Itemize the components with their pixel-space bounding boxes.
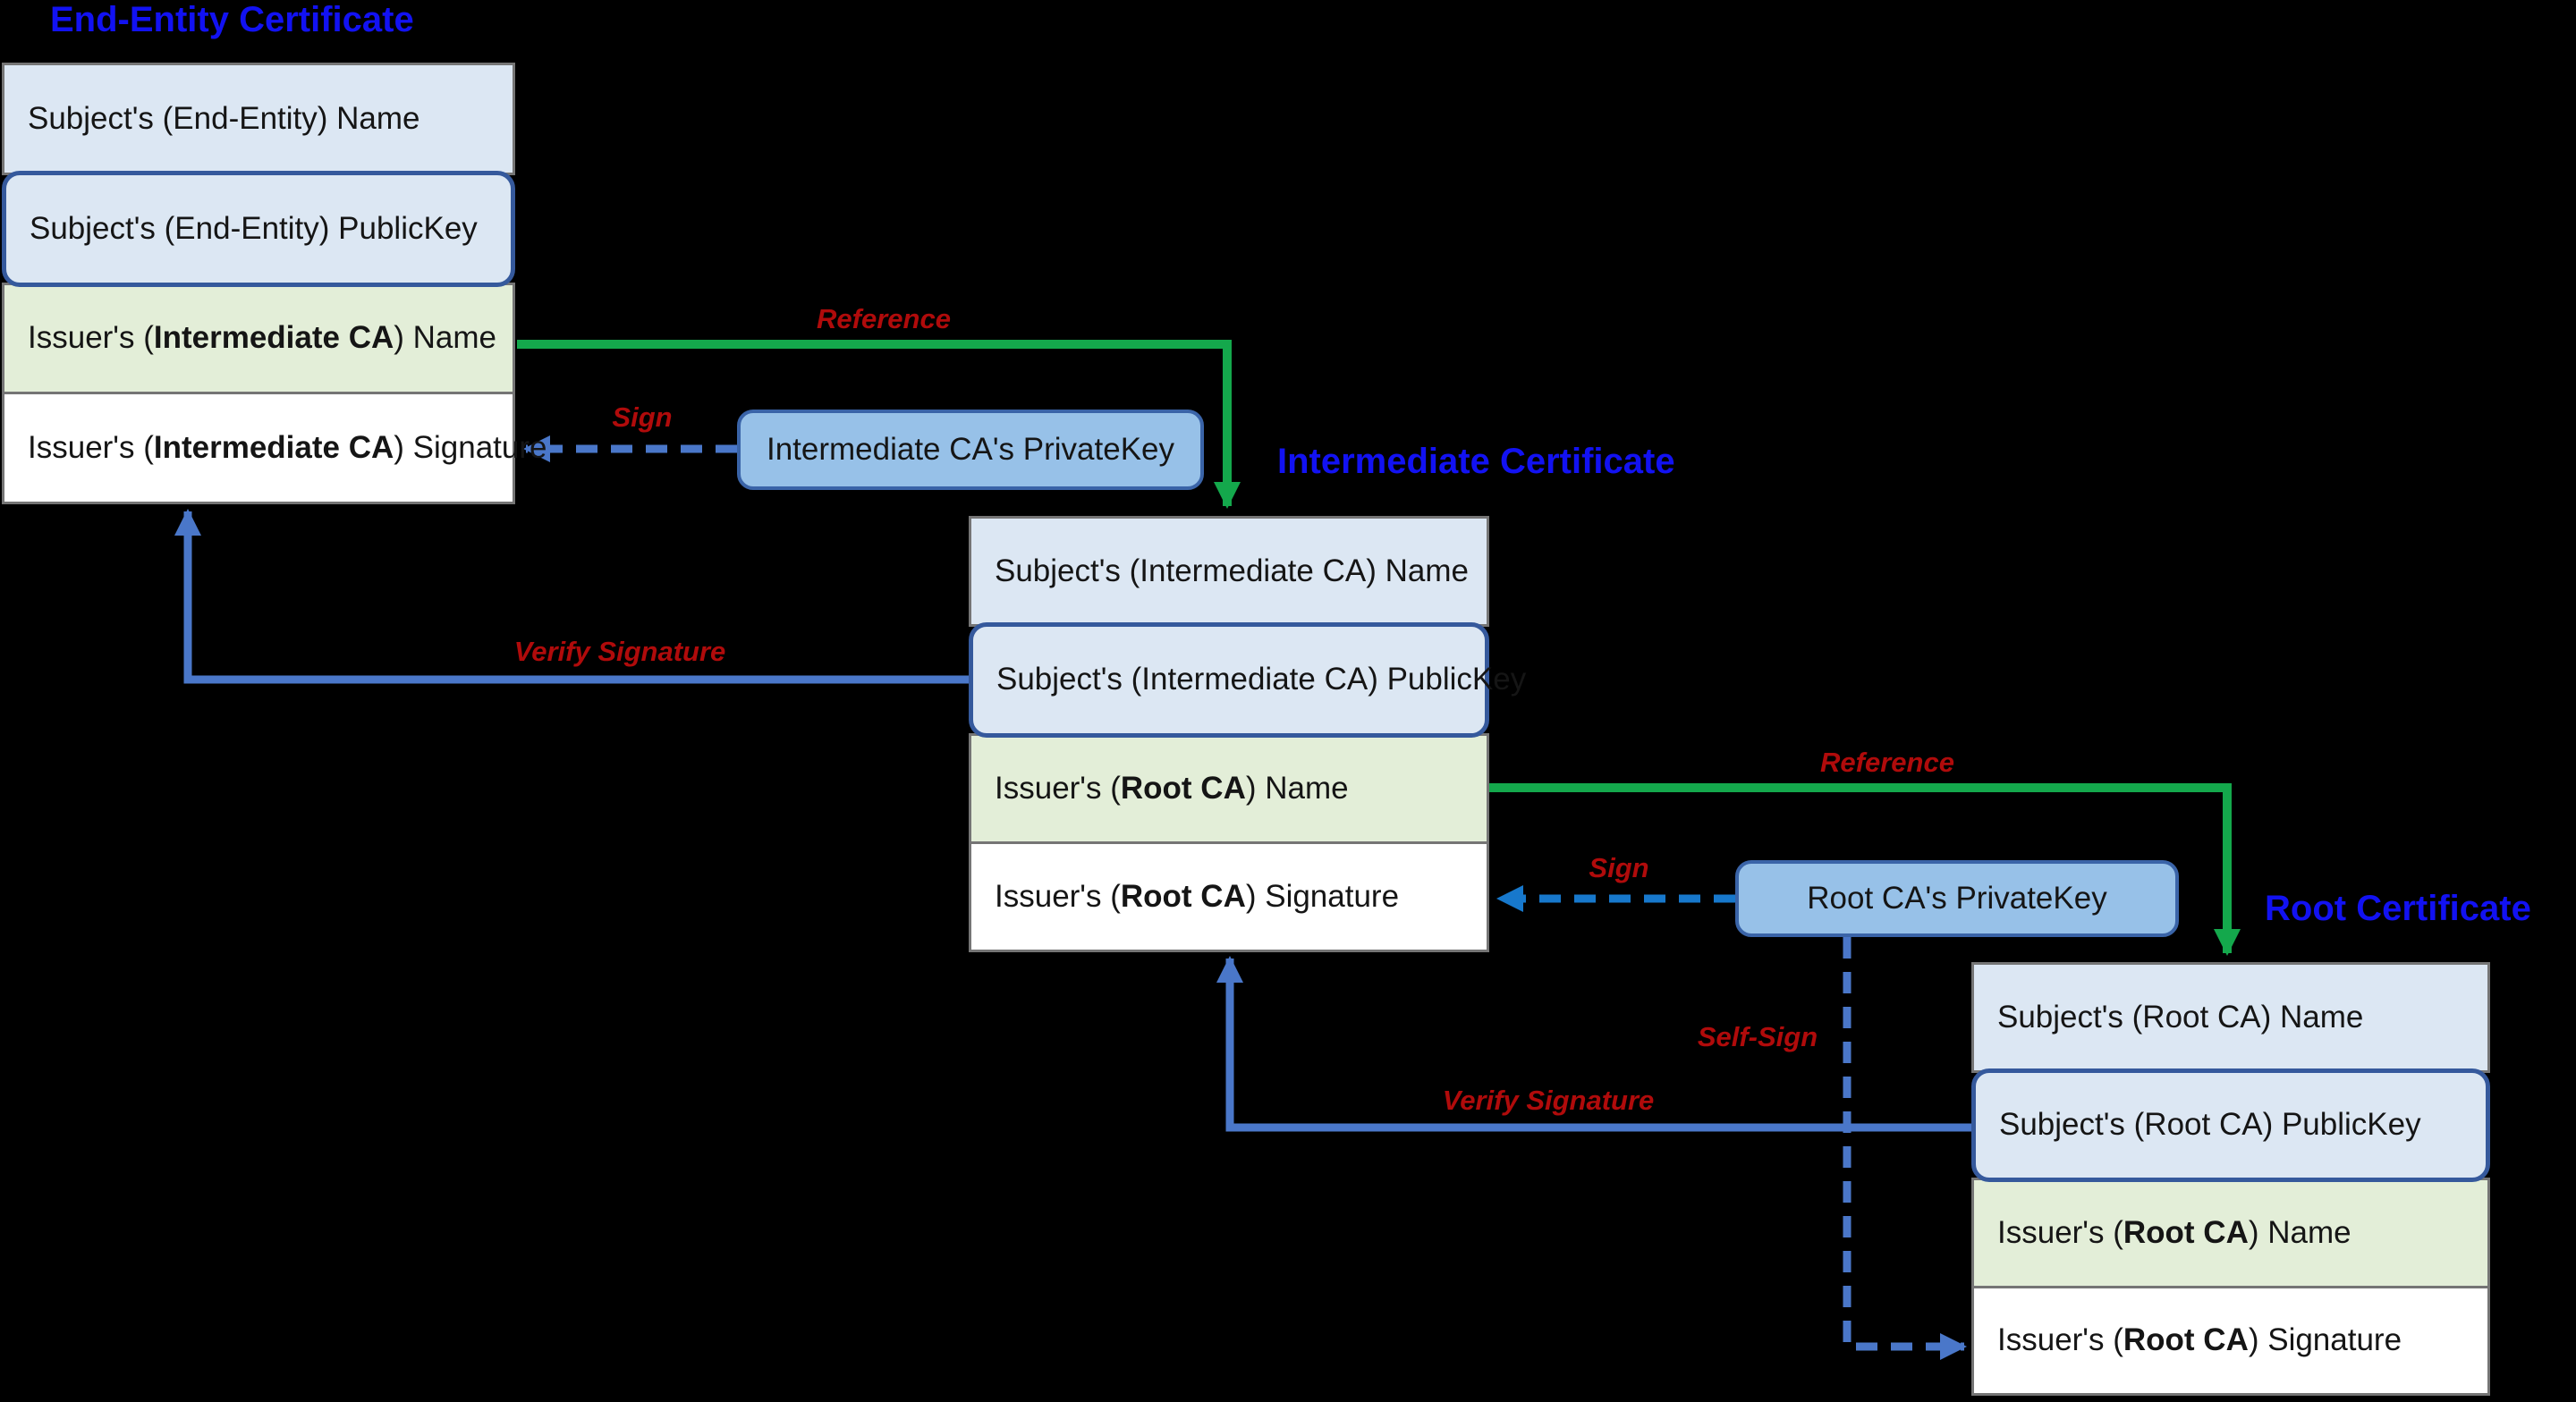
privatekey-label: Root CA's PrivateKey xyxy=(1807,881,2107,916)
row-label: Subject's (Intermediate CA) Name xyxy=(995,553,1469,589)
intermediate-subject-publickey-row: Subject's (Intermediate CA) PublicKey xyxy=(969,622,1526,738)
root-issuer-signature-row: Issuer's (Root CA) Signature xyxy=(1971,1285,2490,1396)
reference-label-2: Reference xyxy=(1820,747,1954,778)
self-sign-arrow-root-privatekey xyxy=(1843,937,1967,1360)
reference-label-1: Reference xyxy=(817,303,951,334)
root-certificate-box: Subject's (Root CA) Name Subject's (Root… xyxy=(1971,962,2490,1396)
root-issuer-name-row: Issuer's (Root CA) Name xyxy=(1971,1178,2490,1288)
sign-label-2: Sign xyxy=(1589,852,1649,883)
row-label-bold: Root CA xyxy=(2123,1322,2249,1358)
reference-arrow-intermediate-to-root xyxy=(1489,783,2241,956)
end-entity-issuer-signature-row: Issuer's (Intermediate CA) Signature xyxy=(2,392,547,504)
row-label: Subject's (Root CA) Name xyxy=(1997,999,2364,1035)
end-entity-subject-name-row: Subject's (End-Entity) Name xyxy=(2,63,515,175)
end-entity-issuer-name-row: Issuer's (Intermediate CA) Name xyxy=(2,282,515,395)
root-ca-privatekey-box: Root CA's PrivateKey xyxy=(1735,860,2179,937)
verify-signature-arrow-root-to-intermediate xyxy=(1216,956,1971,1132)
row-label-suffix: ) Name xyxy=(1245,770,1349,806)
row-label-bold: Root CA xyxy=(1120,770,1246,806)
intermediate-issuer-name-row: Issuer's (Root CA) Name xyxy=(969,732,1489,844)
row-label: Issuer's ( xyxy=(1997,1214,2123,1250)
reference-arrow-end-entity-to-intermediate xyxy=(517,340,1241,509)
privatekey-label: Intermediate CA's PrivateKey xyxy=(766,432,1175,467)
row-label: Issuer's ( xyxy=(28,320,154,356)
intermediate-subject-name-row: Subject's (Intermediate CA) Name xyxy=(969,516,1489,628)
intermediate-certificate-title: Intermediate Certificate xyxy=(1277,442,1675,481)
row-label-bold: Intermediate CA xyxy=(153,320,394,356)
root-certificate-title: Root Certificate xyxy=(2265,889,2531,928)
row-label-suffix: ) Signature xyxy=(1245,878,1400,914)
row-label-bold: Root CA xyxy=(1120,878,1246,914)
intermediate-issuer-signature-row: Issuer's (Root CA) Signature xyxy=(969,840,1489,952)
intermediate-ca-privatekey-box: Intermediate CA's PrivateKey xyxy=(737,410,1204,490)
verify-signature-label-1: Verify Signature xyxy=(513,636,726,667)
row-label: Issuer's ( xyxy=(1997,1322,2123,1358)
root-subject-name-row: Subject's (Root CA) Name xyxy=(1971,962,2490,1073)
root-subject-publickey-row: Subject's (Root CA) PublicKey xyxy=(1971,1068,2490,1182)
row-label-suffix: ) Name xyxy=(2248,1214,2351,1250)
sign-label-1: Sign xyxy=(612,401,673,433)
row-label: Subject's (Intermediate CA) PublicKey xyxy=(996,662,1527,697)
row-label-bold: Intermediate CA xyxy=(153,430,394,466)
row-label-suffix: ) Name xyxy=(394,320,497,356)
row-label-bold: Root CA xyxy=(2123,1214,2249,1250)
end-entity-certificate-title: End-Entity Certificate xyxy=(50,0,414,39)
row-label: Subject's (Root CA) PublicKey xyxy=(1999,1107,2421,1143)
row-label-suffix: ) Signature xyxy=(2248,1322,2402,1358)
self-sign-label: Self-Sign xyxy=(1697,1021,1818,1052)
row-label: Issuer's ( xyxy=(995,770,1121,806)
verify-signature-arrow-intermediate-to-end-entity xyxy=(174,509,969,684)
row-label: Issuer's ( xyxy=(995,878,1121,914)
row-label-suffix: ) Signature xyxy=(394,430,547,466)
end-entity-certificate-box: Subject's (End-Entity) Name Subject's (E… xyxy=(2,63,547,504)
verify-signature-label-2: Verify Signature xyxy=(1442,1085,1655,1116)
row-label: Subject's (End-Entity) PublicKey xyxy=(30,210,478,246)
intermediate-certificate-box: Subject's (Intermediate CA) Name Subject… xyxy=(969,516,1526,952)
end-entity-subject-publickey-row: Subject's (End-Entity) PublicKey xyxy=(2,170,515,287)
row-label: Issuer's ( xyxy=(28,430,154,466)
row-label: Subject's (End-Entity) Name xyxy=(28,100,420,136)
